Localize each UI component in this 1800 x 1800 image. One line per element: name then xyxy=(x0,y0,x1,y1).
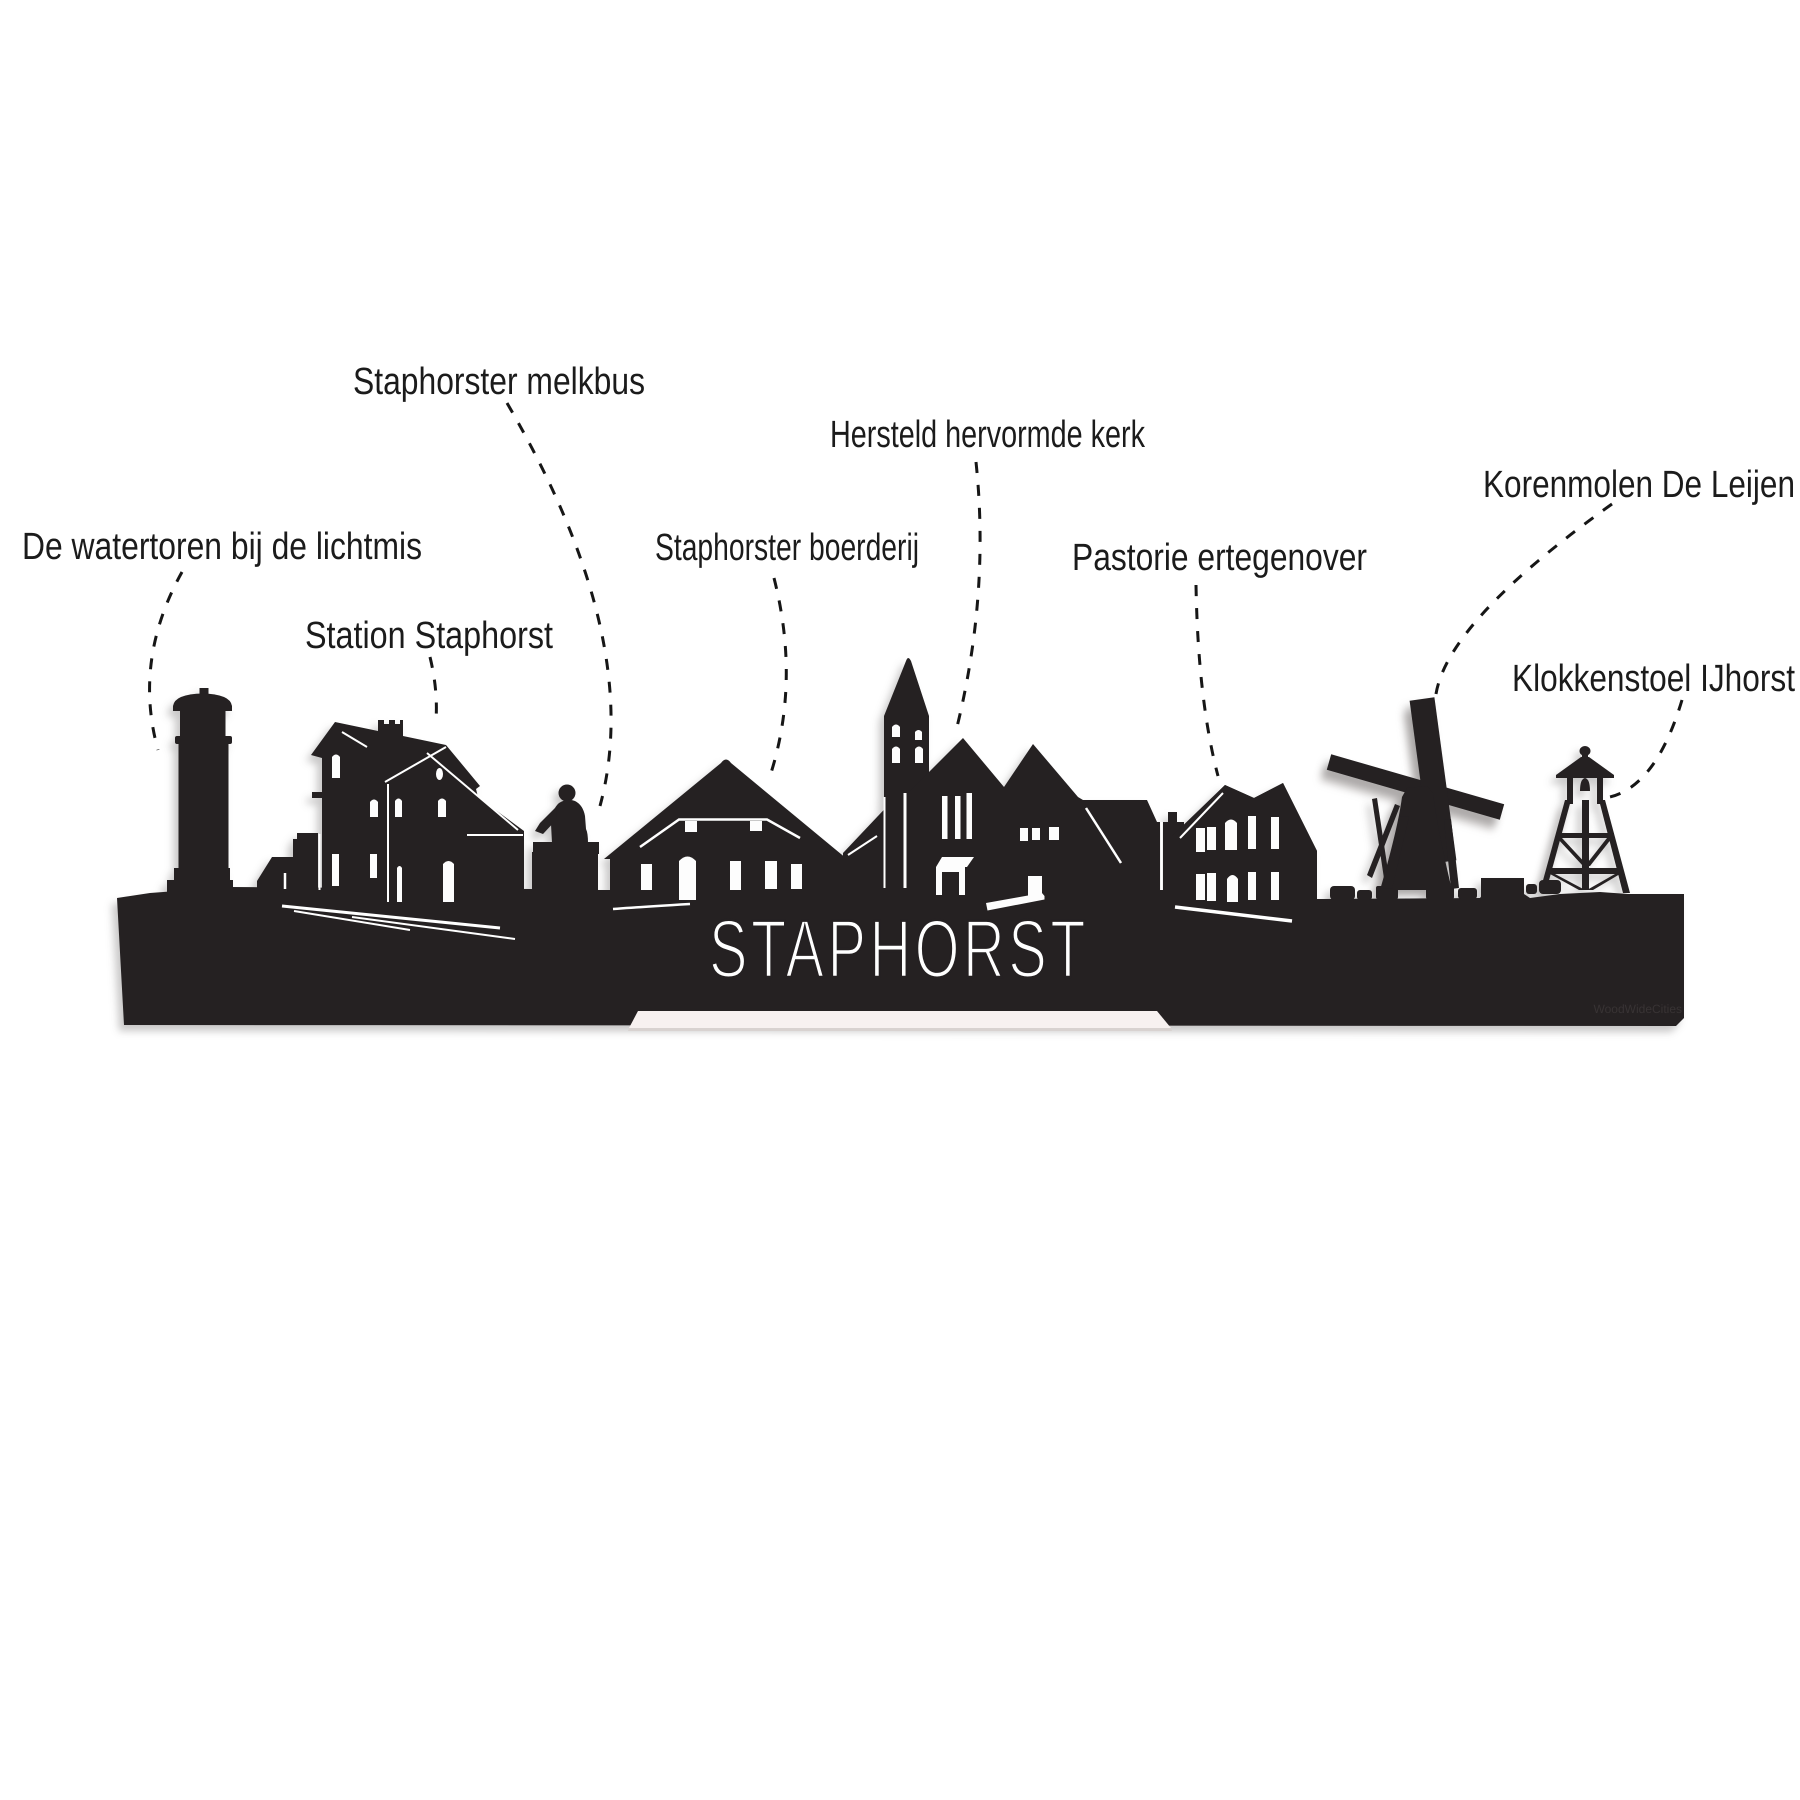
svg-text:STAPHORST: STAPHORST xyxy=(709,904,1089,995)
svg-text:Klokkenstoel IJhorst: Klokkenstoel IJhorst xyxy=(1512,658,1795,700)
svg-text:Staphorster melkbus: Staphorster melkbus xyxy=(353,361,645,403)
svg-text:Hersteld hervormde kerk: Hersteld hervormde kerk xyxy=(830,414,1146,456)
svg-text:De watertoren bij de lichtmis: De watertoren bij de lichtmis xyxy=(22,526,422,568)
svg-text:Korenmolen De Leijen: Korenmolen De Leijen xyxy=(1483,464,1795,506)
svg-text:Staphorster boerderij: Staphorster boerderij xyxy=(655,527,919,569)
svg-text:WoodWideCities: WoodWideCities xyxy=(1594,1002,1682,1016)
svg-text:Station Staphorst: Station Staphorst xyxy=(305,615,553,657)
svg-text:Pastorie ertegenover: Pastorie ertegenover xyxy=(1072,537,1367,579)
